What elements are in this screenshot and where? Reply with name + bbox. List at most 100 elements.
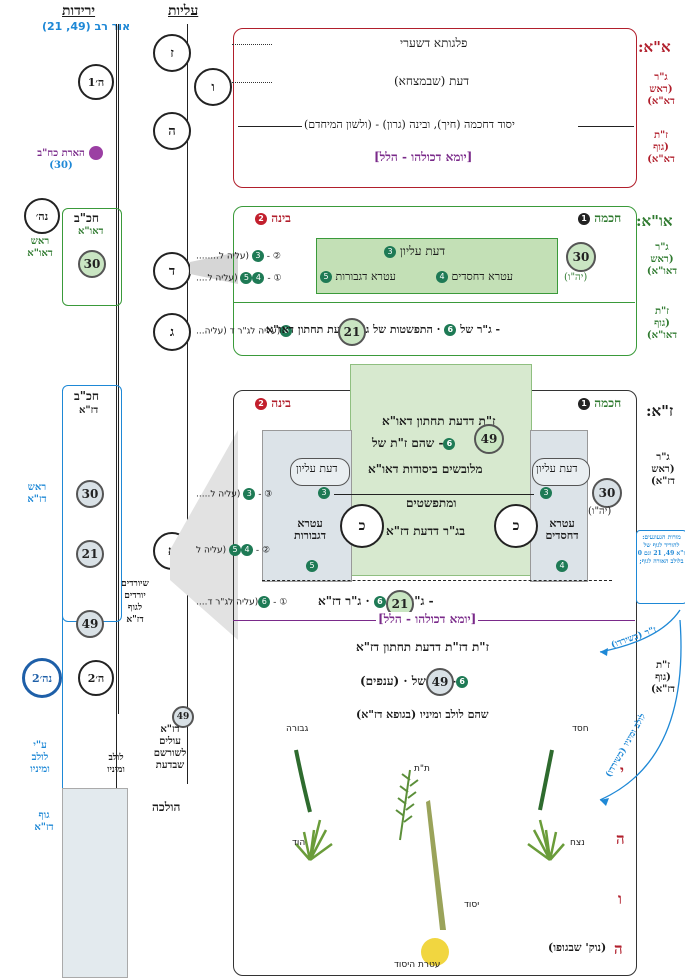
lulav-left-label: ע"י לולב ומיניו (30, 740, 50, 775)
aa-dots-1 (232, 44, 272, 45)
ascent-bottom-49: 49 (172, 706, 194, 728)
letter-vav: ו (618, 890, 622, 908)
za-yh: (יה"ו) (588, 506, 612, 517)
haskabah-label: הארת כח"ב (30) (34, 148, 88, 172)
plant-gevurah: גבורה (286, 724, 309, 734)
aba-divider (233, 302, 635, 303)
aba-badge-5: 5 (320, 271, 332, 283)
aba-badge-2: 2 (255, 212, 267, 225)
gevurah-leaf (294, 749, 312, 813)
flower-icon (89, 146, 103, 160)
za-badge-5: 5 (306, 560, 318, 572)
aba-bina-text: בינה (271, 211, 291, 225)
halacha-label: הולכה (152, 800, 181, 814)
za-center-l2: 6- שהם ז"ת של (372, 436, 456, 451)
plant-yesod: יסוד (464, 900, 480, 910)
aa-label: א"א: (638, 38, 671, 56)
za-num-30: 30 (76, 480, 104, 508)
aba-chasadim-text: עטרא דחסדים (451, 270, 513, 283)
light-label: אור רב (49, 21) (42, 20, 131, 33)
aba-chochma: חכמה 1 (578, 211, 621, 226)
aba-spread-row: - ג"ר של 6 · התפשטות של ג"ר דדעת תחתון ד… (266, 323, 501, 336)
aa-line1: פלגותא דשערי (400, 36, 468, 50)
za-num-21: 21 (76, 540, 104, 568)
za-badge-2: 2 (255, 397, 267, 410)
box-daa-head (62, 208, 122, 306)
aba-head-panel (316, 238, 558, 294)
ascent-circle-zayin: ז (153, 34, 191, 72)
box-aa (233, 28, 637, 188)
circle-nh: נה׳ (24, 198, 60, 234)
rosh-za-label: ראש דז"א (27, 482, 47, 505)
ascent-circle-gimel: ג (153, 313, 191, 351)
za-daat-right: דעת עליון (536, 462, 578, 475)
haskabah-num: (30) (49, 160, 73, 171)
za-dash-divider (262, 580, 612, 581)
aba-num-21: 21 (338, 318, 366, 346)
za-center-l2-text: - שהם ז"ת של (372, 436, 444, 450)
aba-ascent-a: ② - 3 (עליה ל........ (196, 250, 281, 262)
letter-yud: י (620, 762, 624, 780)
za-badge-4: 4 (556, 560, 568, 572)
za-branches: (ענפים) (360, 674, 400, 688)
za-left-panel (262, 430, 352, 582)
aba-label: או"א: (636, 212, 673, 230)
circle-he-2: ה׳2 (78, 660, 114, 696)
za-ascent1-text: (עליה ל (210, 489, 241, 500)
box1-num-30: 30 (78, 250, 106, 278)
za-center-title: ז"ת דדעת תחתון דאו"א (382, 414, 496, 428)
descent-blue-line (62, 390, 63, 850)
plant-etrog: עטרת היסוד (394, 960, 441, 970)
za-ascent3: ① - 6(עליה לג"ר ד.... (196, 596, 288, 608)
ascent-circle-he: ה (153, 112, 191, 150)
za-hallel: [יומא דכולהו - הלל] (376, 612, 479, 627)
za-badge-3-right: 3 (540, 487, 552, 499)
lulav-species (294, 749, 565, 966)
za-lulav-line: שהם לולב ומיניו (בגופא דז"א) (356, 708, 489, 721)
za-zt-title: ז"ת דז"ת דדעת תחתון דז"א (356, 640, 489, 654)
aba-gevurot: עטרא דגבורות 5 (320, 270, 396, 283)
za-blue-note: מורות הגעוגעים: להוריד לגוף של ז"א 49, 2… (638, 534, 685, 565)
aba-daat: דעת עליון 3 (384, 244, 445, 259)
box1-top: חכ"ב (74, 211, 100, 225)
descent-main-line (116, 24, 117, 924)
aba-ascent-a-text: (עליה ל (218, 251, 250, 262)
za-center-l5: בג"ר דדעת דז"א (386, 524, 465, 538)
box1-sub: דאו"א (78, 226, 104, 237)
ascents-header: עליות (168, 3, 199, 19)
ascent-bottom-text: דז"א עולים לשורשם שבדעת (153, 724, 187, 771)
plant-chesed: חסד (572, 724, 589, 734)
za-badge-1: 1 (578, 397, 590, 410)
za-link-line (334, 494, 534, 495)
aba-ascent-c-text: (עליה לג"ר ד (229, 326, 281, 337)
circle-big: נה׳2 (22, 658, 62, 698)
aba-side-body: ז"ת (גוף דאו"א) (646, 306, 678, 341)
aba-gevurot-text: עטרא דגבורות (335, 270, 396, 283)
aba-badge-1: 1 (578, 212, 590, 225)
za-kaf-right: כ (494, 504, 538, 548)
descents-header: ירידות (62, 3, 96, 19)
za-daat-left: דעת עליון (296, 462, 338, 475)
za-bina: בינה 2 (255, 396, 291, 411)
aa-rule-left (238, 126, 302, 127)
aa-rule-right (578, 126, 634, 127)
aba-chasadim: עטרא דחסדים 4 (436, 270, 513, 283)
circle-he-1: ה׳1 (78, 64, 114, 100)
za-daat-right-pill (532, 458, 590, 486)
haskabah-text: הארת כח"ב (37, 148, 85, 159)
aba-daat-text: דעת עליון (399, 244, 446, 258)
aba-badge-4: 4 (436, 271, 448, 283)
za-badge-3-left: 3 (318, 487, 330, 499)
rosh-daa-label: ראש דאו"א (27, 236, 53, 259)
za-blue-arrows (599, 609, 682, 806)
aa-hallel: [יומא דכולהו - הלל] (374, 150, 473, 164)
chesed-leaf (538, 749, 554, 811)
aa-side-head: ג"ר (ראש דא"א) (647, 72, 675, 107)
last-letter-note: (נוק' שבגופו) (548, 941, 607, 954)
ascent-funnels (170, 252, 238, 640)
hod-branch (295, 819, 333, 862)
netzach-branch (527, 819, 565, 862)
za-chasadim: עטרא דחסדים (545, 517, 579, 542)
aa-line2: דעת (שבמצחא) (394, 74, 470, 88)
za-right-panel (530, 430, 588, 582)
